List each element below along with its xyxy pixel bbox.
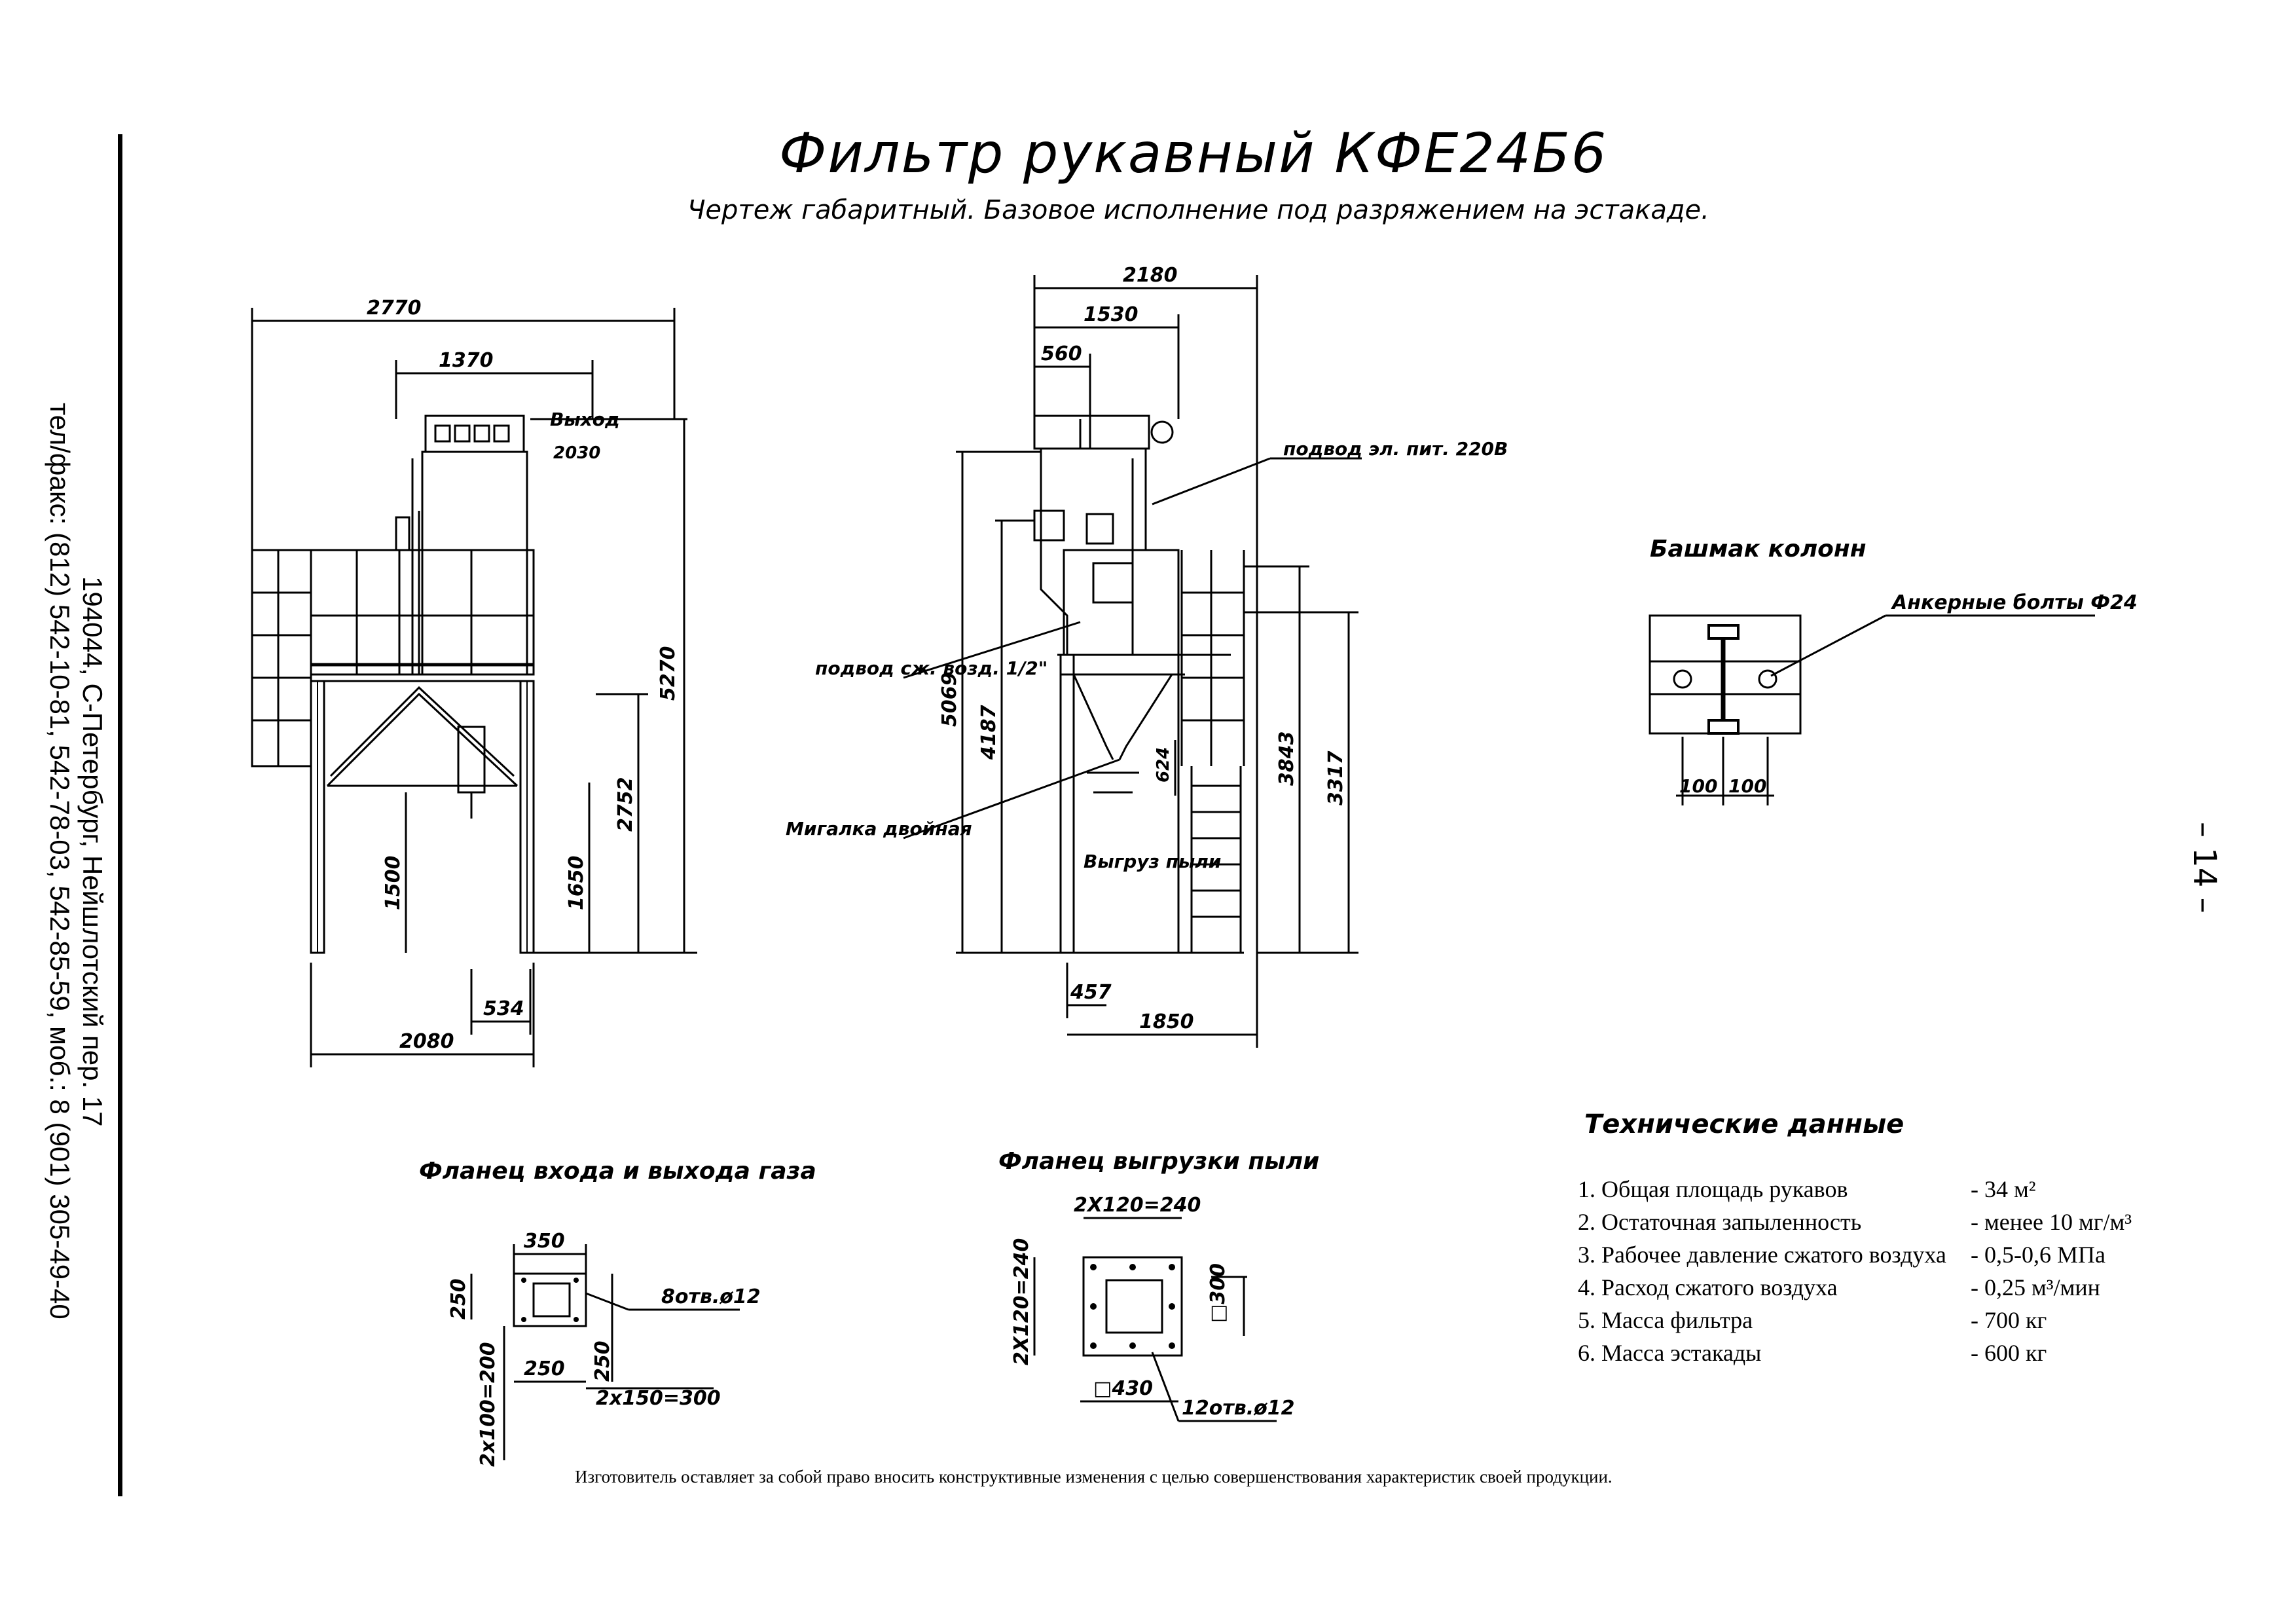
dim-text: 2x100=200 — [477, 1342, 500, 1467]
dim-text: 5069 — [938, 673, 961, 728]
dim-text: 2180 — [1123, 264, 1178, 287]
air-supply-label: подвод сж. возд. 1/2" — [815, 657, 1048, 679]
footer-note: Изготовитель оставляет за собой право вн… — [575, 1467, 1613, 1486]
dim-text: 560 — [1041, 342, 1082, 365]
double-valve-label: Мигалка двойная — [786, 818, 972, 840]
dust-discharge-label: Выгруз пыли — [1084, 851, 1221, 872]
dim-text: 2x150=300 — [596, 1387, 721, 1410]
dim-text: 4187 — [977, 705, 1000, 760]
flange-holes — [521, 1264, 1175, 1349]
dim-text: 250 — [591, 1340, 614, 1382]
front-view-drawing — [251, 308, 697, 1067]
tech-data-value: - 0,25 м³/мин — [1971, 1274, 2100, 1301]
dim-text: 250 — [447, 1278, 470, 1320]
dim-text: 1500 — [382, 856, 405, 911]
gas-flange-title: Фланец входа и выхода газа — [419, 1158, 816, 1185]
power-supply-label: подвод эл. пит. 220В — [1283, 438, 1508, 460]
anchor-bolts-label: Анкерные болты Ф24 — [1891, 591, 2138, 614]
dim-text: 3843 — [1275, 731, 1298, 786]
side-view-drawing — [903, 275, 1362, 1048]
tech-data-value: - 600 кг — [1971, 1340, 2047, 1366]
outlet-label: Выход — [550, 409, 620, 430]
dim-text: 624 — [1154, 747, 1173, 783]
dim-text: □430 — [1093, 1377, 1153, 1400]
dim-text: 250 — [524, 1357, 565, 1380]
dim-text: 350 — [524, 1230, 565, 1253]
drawing-title: Фильтр рукавный КФЕ24Б6 — [779, 121, 1608, 185]
tech-data-key: 2. Остаточная запыленность — [1578, 1209, 1862, 1235]
tech-data-value: - 700 кг — [1971, 1307, 2047, 1333]
margin-line — [118, 134, 122, 1496]
gas-flange-drawing — [470, 1244, 740, 1460]
tech-data-key: 1. Общая площадь рукавов — [1578, 1176, 1848, 1202]
dim-text: 534 — [483, 997, 524, 1020]
dust-flange-title: Фланец выгрузки пыли — [998, 1148, 1319, 1175]
tech-data-key: 3. Рабочее давление сжатого воздуха — [1578, 1242, 1946, 1268]
outlet-height: 2030 — [553, 443, 600, 463]
dim-text: 3317 — [1324, 750, 1347, 805]
holes-label: 12отв.ø12 — [1182, 1397, 1295, 1420]
tech-data-value: - 0,5-0,6 МПа — [1971, 1242, 2105, 1268]
dim-text: 1850 — [1139, 1010, 1194, 1033]
dust-flange-drawing — [1033, 1217, 1277, 1422]
dim-text: 2752 — [614, 777, 637, 832]
column-shoe-title: Башмак колонн — [1650, 536, 1867, 563]
drawing-subtitle: Чертеж габаритный. Базовое исполнение по… — [687, 195, 1709, 225]
dim-text: 457 — [1070, 981, 1112, 1004]
dim-text: 5270 — [657, 646, 680, 701]
holes-label: 8отв.ø12 — [661, 1285, 761, 1308]
dim-text: 2X120=240 — [1010, 1238, 1033, 1365]
tech-data-key: 4. Расход сжатого воздуха — [1578, 1274, 1838, 1301]
dim-text: 100 — [1728, 775, 1766, 797]
column-shoe-drawing — [1649, 614, 2095, 805]
tech-data-key: 5. Масса фильтра — [1578, 1307, 1753, 1333]
dim-text: 2X120=240 — [1074, 1194, 1201, 1217]
dim-text: 100 — [1679, 775, 1717, 797]
tech-data-value: - менее 10 мг/м³ — [1971, 1209, 2132, 1235]
dim-text: 1370 — [439, 349, 494, 372]
tech-data-key: 6. Масса эстакады — [1578, 1340, 1762, 1366]
tech-data-title: Технические данные — [1584, 1109, 1904, 1139]
dim-text: 2770 — [367, 297, 422, 320]
tech-data-value: - 34 м² — [1971, 1176, 2036, 1202]
dim-text: 1530 — [1084, 303, 1139, 326]
dim-text: □300 — [1207, 1263, 1230, 1323]
dim-text: 1650 — [565, 856, 588, 911]
dim-text: 2080 — [399, 1030, 454, 1053]
